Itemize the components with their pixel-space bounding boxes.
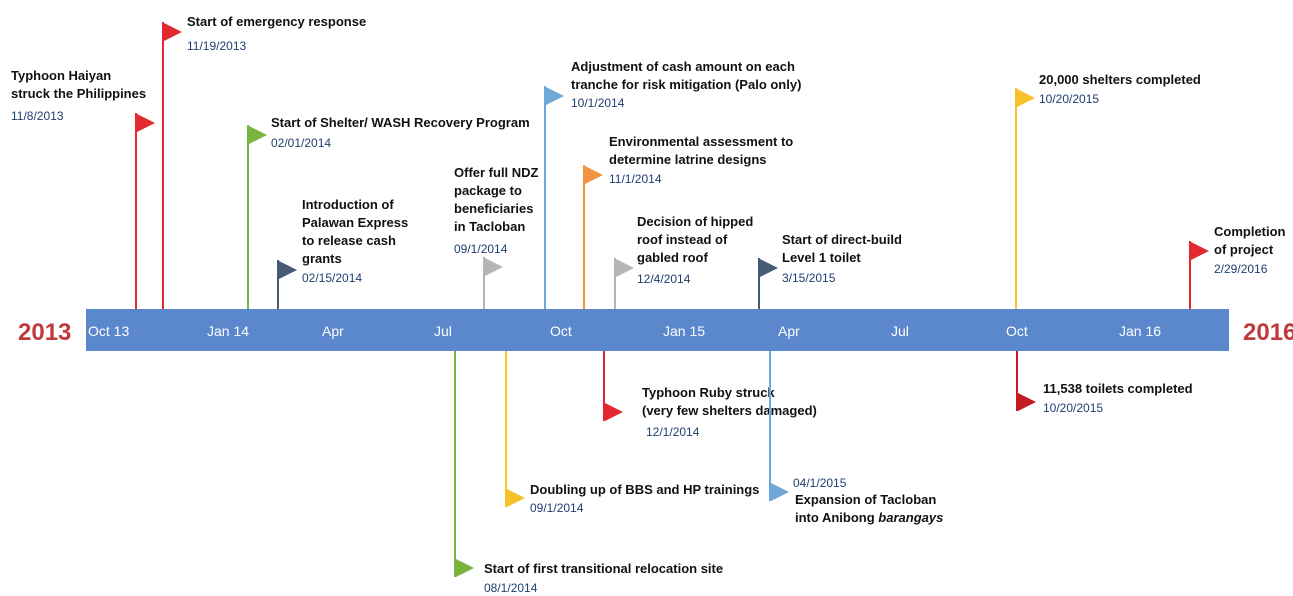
event-pole <box>454 351 456 577</box>
event-pole <box>614 258 616 309</box>
timeline-axis <box>86 309 1229 351</box>
flag-icon <box>249 126 267 144</box>
event-pole <box>1189 241 1191 309</box>
event-date: 11/19/2013 <box>187 39 247 53</box>
tick-label: Jan 14 <box>207 323 250 339</box>
tick-label: Oct <box>1006 323 1028 339</box>
event-date: 3/15/2015 <box>782 271 836 285</box>
event-pole <box>603 351 605 421</box>
event-date: 02/15/2014 <box>302 271 363 285</box>
tick-label: Jan 15 <box>663 323 706 339</box>
event-pole <box>505 351 507 507</box>
event-title: Doubling up of BBS and HP trainings <box>530 482 760 497</box>
event-pole <box>162 22 164 309</box>
flag-icon <box>585 166 603 184</box>
event-title: 20,000 shelters completed <box>1039 72 1201 87</box>
event-pole <box>247 125 249 309</box>
event-title: Expansion of Tacloban into Anibong baran… <box>795 492 944 525</box>
flag-icon <box>771 483 789 501</box>
event-date: 04/1/2015 <box>793 476 847 490</box>
flag-icon <box>137 114 155 132</box>
event-date: 12/1/2014 <box>646 425 700 439</box>
flag-icon <box>164 23 182 41</box>
end-year-label: 2016 <box>1243 319 1293 346</box>
start-year-label: 2013 <box>18 319 72 346</box>
event-title: Start of first transitional relocation s… <box>484 561 724 576</box>
event-pole <box>544 86 546 309</box>
event-date: 09/1/2014 <box>530 501 584 515</box>
event-pole <box>483 257 485 309</box>
event-pole <box>135 113 137 309</box>
tick-label: Oct 13 <box>88 323 130 339</box>
flag-icon <box>507 489 525 507</box>
event-date: 08/1/2014 <box>484 581 538 595</box>
event-title: Typhoon Ruby struck(very few shelters da… <box>642 385 817 418</box>
event-date: 10/1/2014 <box>571 96 625 110</box>
flag-icon <box>1018 393 1036 411</box>
event-date: 10/20/2015 <box>1043 401 1104 415</box>
event-title: Start of Shelter/ WASH Recovery Program <box>271 115 530 130</box>
flag-icon <box>546 87 564 105</box>
event-date: 09/1/2014 <box>454 242 508 256</box>
event-pole <box>1015 88 1017 309</box>
flag-icon <box>605 403 623 421</box>
event-pole <box>758 258 760 309</box>
italic-term: barangays <box>878 510 944 525</box>
event-date: 02/01/2014 <box>271 136 332 150</box>
event-date: 2/29/2016 <box>1214 262 1268 276</box>
tick-label: Jan 16 <box>1119 323 1162 339</box>
tick-label: Apr <box>322 323 344 339</box>
flag-icon <box>760 259 778 277</box>
tick-label: Apr <box>778 323 800 339</box>
flag-icon <box>1017 89 1035 107</box>
flag-icon <box>485 258 503 276</box>
flag-icon <box>1191 242 1209 260</box>
event-pole <box>1016 351 1018 411</box>
tick-label: Jul <box>891 323 909 339</box>
event-date: 10/20/2015 <box>1039 92 1100 106</box>
event-date: 12/4/2014 <box>637 272 691 286</box>
event-pole <box>769 351 771 501</box>
flag-icon <box>456 559 474 577</box>
event-pole <box>277 260 279 309</box>
tick-label: Jul <box>434 323 452 339</box>
event-title: 11,538 toilets completed <box>1043 381 1193 396</box>
flag-icon <box>616 259 634 277</box>
event-date: 11/1/2014 <box>609 172 662 186</box>
flag-icon <box>279 261 297 279</box>
event-pole <box>583 165 585 309</box>
event-title: Start of emergency response <box>187 14 367 29</box>
event-date: 11/8/2013 <box>11 109 64 123</box>
tick-label: Oct <box>550 323 572 339</box>
